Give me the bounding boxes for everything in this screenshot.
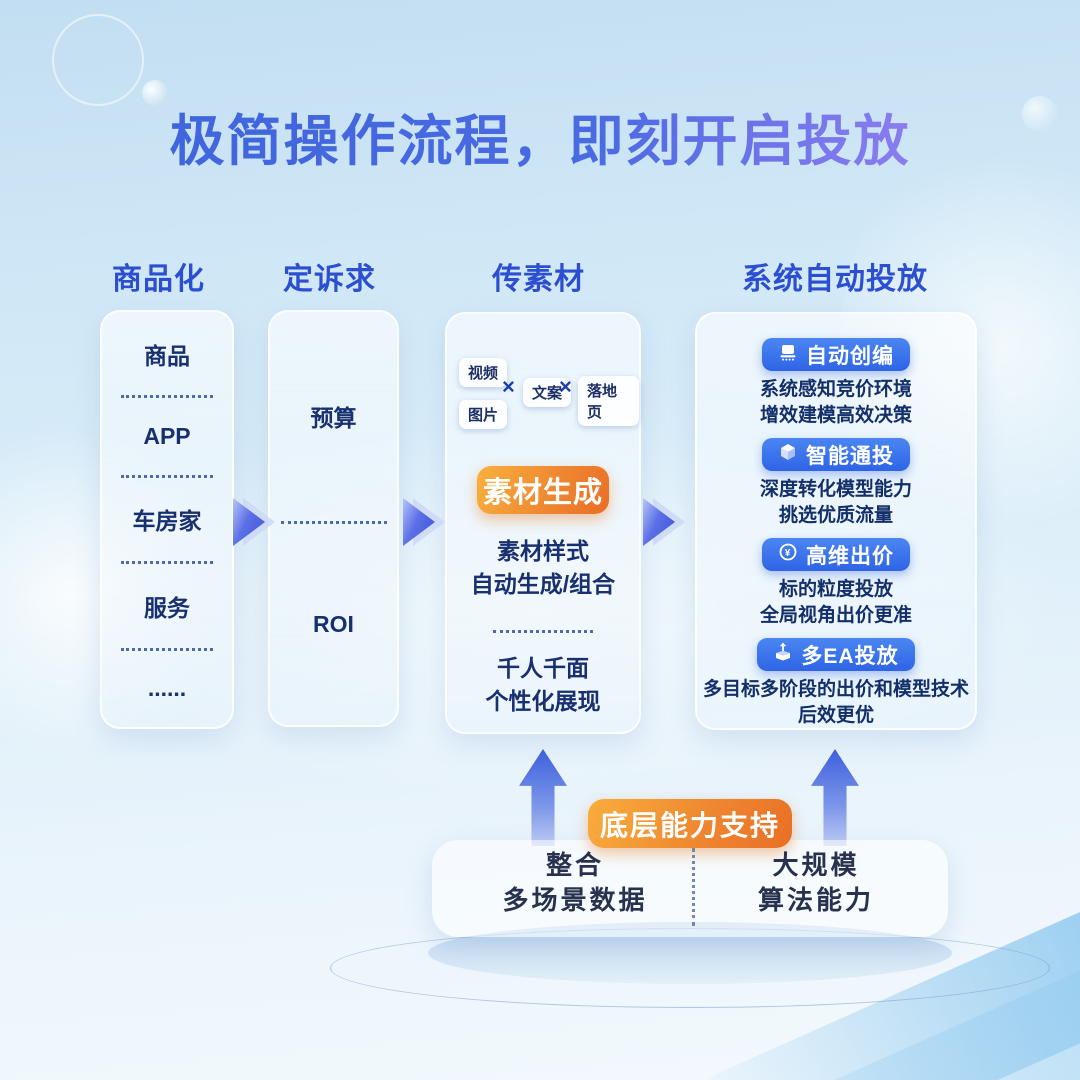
auto-generate-line: 自动生成/组合 <box>470 571 616 597</box>
feature-desc: 标的粒度投放 <box>778 579 893 600</box>
right-arrow-icon <box>643 498 687 546</box>
productization-card: 商品 APP 车房家 服务 ...... <box>100 310 234 729</box>
feature-smart-delivery: 智能通投 深度转化模型能力 挑选优质流量 <box>760 438 912 529</box>
column-header-demands: 定诉求 <box>283 263 376 296</box>
dashed-divider <box>121 395 213 399</box>
feature-high-dim-bidding: ¥ 高维出价 标的粒度投放 全局视角出价更准 <box>760 538 912 629</box>
ellipsis-label: ...... <box>147 675 187 702</box>
badge-label: 智能通投 <box>805 444 894 468</box>
landing-page-pill: 落地页 <box>578 376 639 426</box>
badge-label: 高维出价 <box>805 544 894 568</box>
badge-label: 自动创编 <box>805 344 894 368</box>
x-mark-icon: × <box>502 374 515 399</box>
dashed-divider <box>121 474 213 478</box>
copywriting-pill: 文案 <box>523 378 572 407</box>
demands-card: 预算 ROI <box>268 310 399 727</box>
machine-icon <box>778 342 798 368</box>
foundation-line: 算法能力 <box>757 885 874 915</box>
dashed-divider <box>121 561 213 565</box>
personalization-line: 个性化展现 <box>485 688 601 714</box>
coin-icon: ¥ <box>778 542 798 568</box>
roi-label: ROI <box>313 610 354 637</box>
multi-ea-badge: 多EA投放 <box>757 638 915 671</box>
foundation-line: 多场景数据 <box>502 885 648 915</box>
auto-create-badge: 自动创编 <box>761 338 910 371</box>
x-mark-icon: × <box>559 374 572 399</box>
bubble-decoration <box>142 80 168 106</box>
product-type-label: APP <box>143 423 191 450</box>
right-arrow-icon <box>233 498 277 546</box>
dotted-vertical-divider <box>692 848 695 926</box>
launch-box-icon <box>773 642 793 668</box>
multi-scene-data-label: 整合 多场景数据 <box>455 848 695 918</box>
badge-label: 多EA投放 <box>801 644 899 668</box>
high-dim-bidding-badge: ¥ 高维出价 <box>761 538 910 571</box>
feature-desc: 挑选优质流量 <box>778 505 893 526</box>
image-pill: 图片 <box>459 400 508 429</box>
column-header-productization: 商品化 <box>112 263 205 296</box>
auto-delivery-card: 自动创编 系统感知竞价环境 增效建模高效决策 智能通投 深度转化模型能力 挑选优… <box>695 312 977 730</box>
dashed-divider <box>493 630 593 633</box>
svg-text:¥: ¥ <box>785 547 792 558</box>
feature-desc: 全局视角出价更准 <box>759 605 912 626</box>
foundation-support-badge: 底层能力支持 <box>588 799 792 848</box>
product-type-label: 车房家 <box>132 508 202 535</box>
bubble-ring-decoration <box>52 14 144 106</box>
dashed-divider <box>121 647 213 651</box>
feature-multi-ea: 多EA投放 多目标多阶段的出价和模型技术 后效更优 <box>703 638 969 729</box>
budget-label: 预算 <box>310 405 357 432</box>
foundation-line: 整合 <box>545 850 604 880</box>
right-arrow-icon <box>403 498 447 546</box>
personalization-line: 千人千面 <box>497 655 589 681</box>
dashed-divider <box>280 520 387 524</box>
product-type-label: 服务 <box>144 594 190 621</box>
column-header-auto-delivery: 系统自动投放 <box>742 263 928 296</box>
bubble-decoration <box>1022 96 1058 132</box>
smart-delivery-badge: 智能通投 <box>761 438 910 471</box>
page-title: 极简操作流程，即刻开启投放 <box>0 96 1080 176</box>
algorithm-capability-label: 大规模 算法能力 <box>700 848 932 918</box>
column-header-materials: 传素材 <box>492 263 585 296</box>
cube-icon <box>778 442 798 468</box>
materials-card: 视频 图片 × 文案 × 落地页 素材生成 素材样式 自动生成/组合 千人千面 … <box>445 312 641 734</box>
material-generation-button: 素材生成 <box>477 466 609 514</box>
feature-desc: 增效建模高效决策 <box>759 405 912 426</box>
foundation-line: 大规模 <box>772 850 860 880</box>
platform-ring <box>330 928 1050 1008</box>
feature-desc: 深度转化模型能力 <box>759 479 912 500</box>
feature-desc: 后效更优 <box>797 705 874 726</box>
product-type-label: 商品 <box>144 342 190 369</box>
video-pill: 视频 <box>459 358 508 387</box>
feature-desc: 多目标多阶段的出价和模型技术 <box>702 679 969 700</box>
material-style-line: 素材样式 <box>497 538 589 564</box>
feature-desc: 系统感知竞价环境 <box>759 379 912 400</box>
feature-auto-create: 自动创编 系统感知竞价环境 增效建模高效决策 <box>760 338 912 429</box>
foundation-panel <box>432 840 948 937</box>
